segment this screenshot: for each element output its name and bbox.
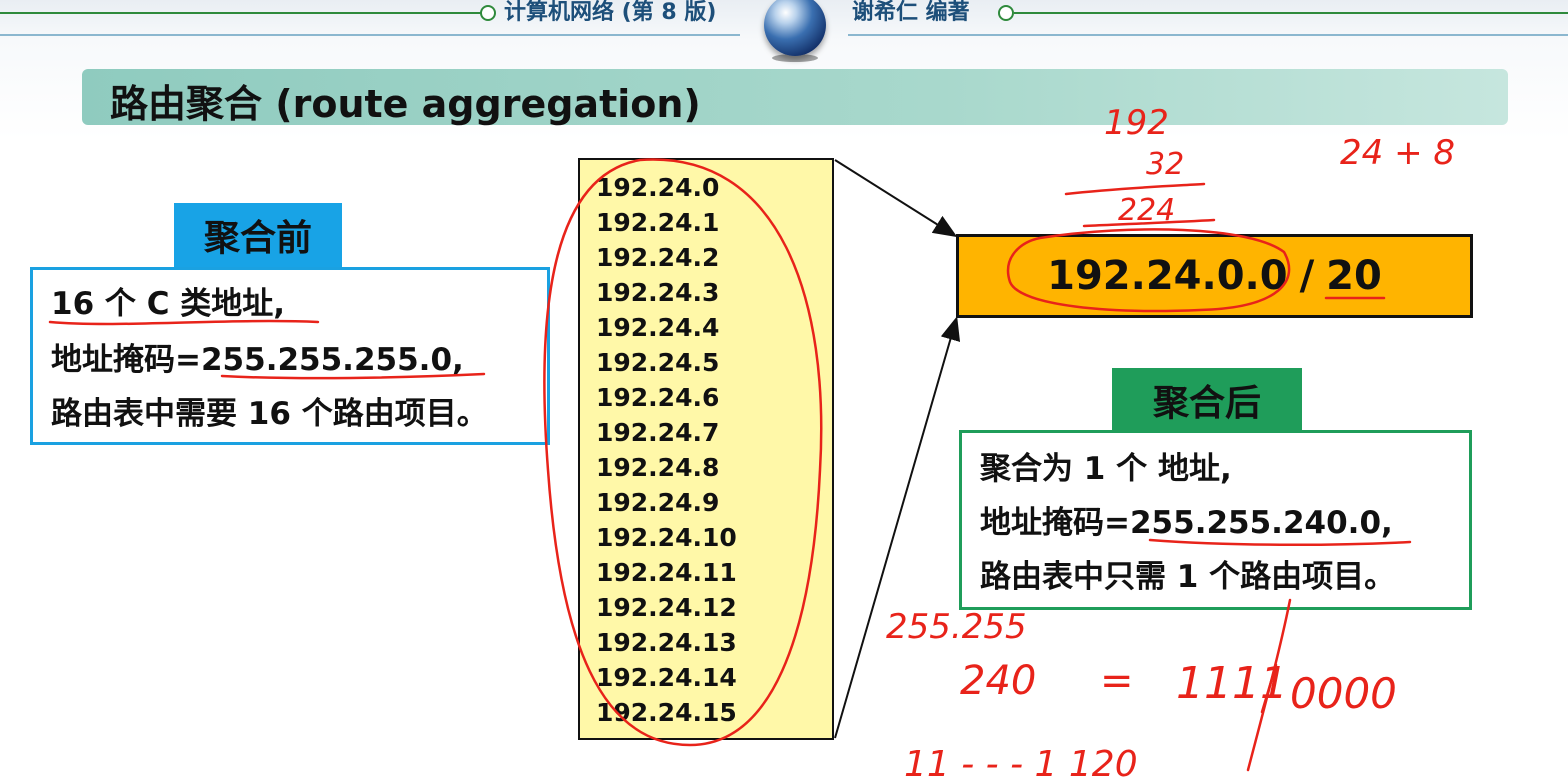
before-mask-suffix: , bbox=[452, 342, 464, 378]
list-item: 192.24.12 bbox=[596, 593, 737, 622]
list-item: 192.24.15 bbox=[596, 698, 737, 727]
list-item: 192.24.5 bbox=[596, 348, 720, 377]
list-item: 192.24.8 bbox=[596, 453, 720, 482]
after-line-1: 聚合为 1 个 地址, bbox=[980, 451, 1232, 487]
before-mask-prefix: 地址掩码= bbox=[51, 342, 201, 378]
before-line-2: 地址掩码=255.255.255.0, bbox=[51, 340, 464, 380]
arrow-bottom bbox=[834, 316, 961, 739]
before-mask-value: 255.255.255.0 bbox=[200, 342, 453, 378]
list-item: 192.24.6 bbox=[596, 383, 720, 412]
list-item: 192.24.11 bbox=[596, 558, 737, 587]
hw-bottom: 11 - - - 1 120 bbox=[904, 744, 1138, 778]
aggregated-prefix-box: 192.24.0.0 / 20 bbox=[956, 234, 1473, 318]
hw-bits-ones: 1111 bbox=[1176, 658, 1288, 709]
slide-title-bar: 路由聚合 (route aggregation) bbox=[82, 69, 1508, 126]
bits-divider bbox=[1246, 598, 1292, 772]
list-item: 192.24.0 bbox=[596, 173, 720, 202]
bits-slash bbox=[1260, 663, 1278, 714]
aggregated-address: 192.24.0.0 bbox=[1047, 253, 1288, 299]
list-item: 192.24.1 bbox=[596, 208, 720, 237]
globe-logo bbox=[764, 0, 826, 56]
list-item: 192.24.13 bbox=[596, 628, 737, 657]
hw-32: 32 bbox=[1146, 147, 1184, 182]
hw-224: 224 bbox=[1118, 193, 1175, 228]
before-box: 16 个 C 类地址, 地址掩码=255.255.255.0, 路由表中需要 1… bbox=[30, 267, 550, 445]
after-line-2: 地址掩码=255.255.240.0, bbox=[980, 503, 1393, 543]
before-line-1: 16 个 C 类地址, bbox=[51, 286, 286, 322]
list-item: 192.24.14 bbox=[596, 663, 737, 692]
list-item: 192.24.10 bbox=[596, 523, 737, 552]
header-rule-left-blue bbox=[0, 34, 740, 36]
before-line-3: 路由表中需要 16 个路由项目。 bbox=[51, 396, 488, 432]
globe-shadow bbox=[772, 54, 818, 62]
after-label: 聚合后 bbox=[1112, 368, 1302, 432]
after-box: 聚合为 1 个 地址, 地址掩码=255.255.240.0, 路由表中只需 1… bbox=[959, 430, 1472, 610]
after-line-3: 路由表中只需 1 个路由项目。 bbox=[980, 559, 1396, 595]
calc-line-2 bbox=[1082, 218, 1216, 228]
list-item: 192.24.3 bbox=[596, 278, 720, 307]
header-rule-right bbox=[1014, 12, 1568, 14]
header-rule-right-blue bbox=[848, 34, 1568, 36]
arrow-top bbox=[834, 159, 958, 238]
header-author: 谢希仁 编著 bbox=[852, 0, 970, 25]
list-item: 192.24.7 bbox=[596, 418, 720, 447]
header-rule-left bbox=[0, 12, 484, 14]
hw-bits-zeros: 0000 bbox=[1290, 669, 1397, 718]
after-mask-value: 255.255.240.0 bbox=[1129, 505, 1382, 541]
list-item: 192.24.2 bbox=[596, 243, 720, 272]
prefix-length: 20 bbox=[1326, 253, 1382, 299]
before-label: 聚合前 bbox=[174, 203, 342, 267]
hw-240: 240 bbox=[960, 658, 1036, 704]
prefix-slash: / bbox=[1299, 253, 1315, 299]
list-item: 192.24.9 bbox=[596, 488, 720, 517]
list-item: 192.24.4 bbox=[596, 313, 720, 342]
slide-title: 路由聚合 (route aggregation) bbox=[110, 82, 701, 126]
header-bullet-right bbox=[998, 5, 1014, 21]
calc-line-1 bbox=[1064, 182, 1206, 196]
hw-mask: 255.255 bbox=[886, 607, 1027, 647]
hw-sum: 24 + 8 bbox=[1340, 133, 1455, 173]
header-book-title: 计算机网络 (第 8 版) bbox=[504, 0, 717, 25]
after-mask-prefix: 地址掩码= bbox=[980, 505, 1130, 541]
header-bullet-left bbox=[480, 5, 496, 21]
after-mask-suffix: , bbox=[1381, 505, 1393, 541]
network-list: 192.24.0 192.24.1 192.24.2 192.24.3 192.… bbox=[578, 158, 834, 740]
hw-eq: = bbox=[1100, 658, 1134, 704]
